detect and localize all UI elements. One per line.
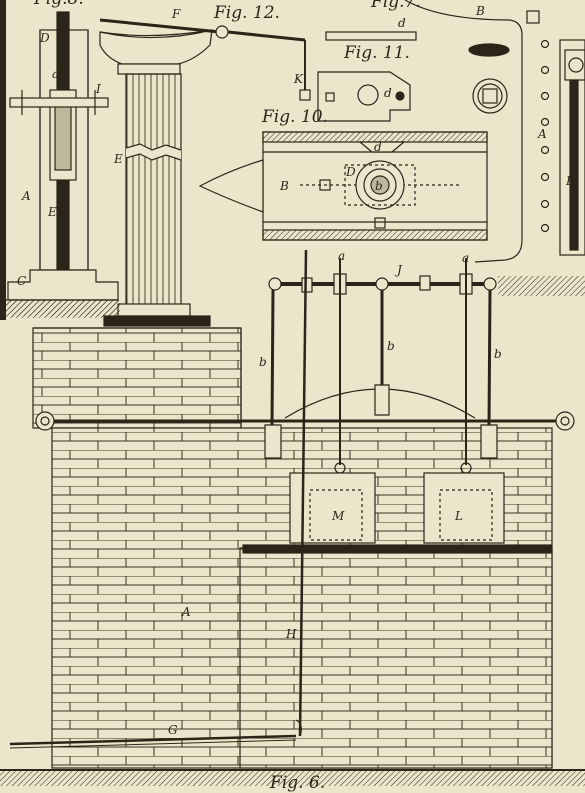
fig8-drawing xyxy=(0,0,119,320)
main-label-b-middle: b xyxy=(387,339,395,353)
fig8-title: Fig.8. xyxy=(34,0,84,8)
fig8-label-A: A xyxy=(22,189,31,203)
main-label-A: A xyxy=(182,605,191,619)
fig11-label-d: d xyxy=(384,86,392,100)
main-label-L: L xyxy=(455,509,463,523)
fig8-label-D: D xyxy=(40,31,50,45)
fig7-title: Fig.7. xyxy=(371,0,421,12)
fig7-drawing xyxy=(404,0,585,263)
fig7-label-E: E xyxy=(566,174,575,188)
fig8-label-I: I xyxy=(96,82,101,96)
main-label-G: G xyxy=(168,723,178,737)
fig7-label-B: B xyxy=(476,4,485,18)
fig8-label-C: C xyxy=(17,274,27,288)
fig8-label-a: a xyxy=(52,67,60,81)
fig11-title: Fig. 11. xyxy=(344,43,410,63)
fig8-label-E: E xyxy=(48,205,57,219)
fig11-label-d-top: d xyxy=(398,16,406,30)
fig12-label-E: E xyxy=(114,152,123,166)
fig10-label-B: B xyxy=(280,179,289,193)
main-label-M: M xyxy=(332,509,345,523)
bottom-fig-title: Fig. 6. xyxy=(270,773,326,793)
fig10-label-d: d xyxy=(374,140,382,154)
fig12-label-K: K xyxy=(294,72,303,86)
main-label-J: J xyxy=(397,263,402,277)
main-label-b-right: b xyxy=(494,347,502,361)
fig10-drawing xyxy=(198,131,488,241)
fig10-label-b: b xyxy=(375,179,383,193)
fig12-title: Fig. 12. xyxy=(214,3,280,23)
fig11-drawing xyxy=(317,31,417,122)
fig12-drawing xyxy=(99,18,311,327)
main-label-b-left: b xyxy=(259,355,267,369)
main-label-a-left: a xyxy=(338,249,346,263)
main-label-a-right: a xyxy=(462,251,470,265)
fig10-title: Fig. 10. xyxy=(262,107,328,127)
fig10-label-D: D xyxy=(346,165,356,179)
fig7-label-A: A xyxy=(538,127,547,141)
fig12-label-F: F xyxy=(172,7,181,21)
main-mechanism xyxy=(9,249,575,749)
main-label-H: H xyxy=(286,627,297,641)
